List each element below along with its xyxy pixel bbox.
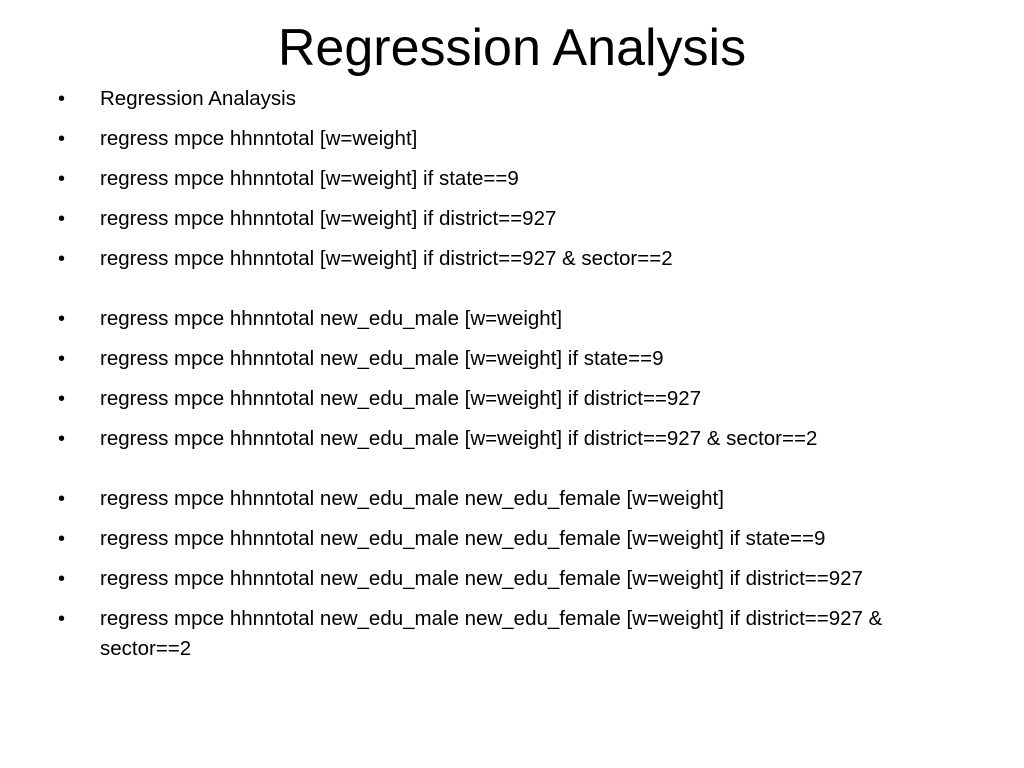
bullet-item: • regress mpce hhnntotal new_edu_male ne…	[58, 524, 958, 554]
bullet-dot-icon: •	[58, 568, 66, 590]
bullet-item: • regress mpce hhnntotal [w=weight] if d…	[58, 204, 958, 234]
bullet-text: regress mpce hhnntotal new_edu_male new_…	[100, 487, 724, 510]
bullet-dot-icon: •	[58, 168, 66, 190]
bullet-text: regress mpce hhnntotal new_edu_male new_…	[100, 607, 883, 660]
bullet-dot-icon: •	[58, 608, 66, 630]
bullet-dot-icon: •	[58, 488, 66, 510]
bullet-dot-icon: •	[58, 248, 66, 270]
bullet-item: • regress mpce hhnntotal new_edu_male [w…	[58, 384, 958, 414]
bullet-text: regress mpce hhnntotal [w=weight] if dis…	[100, 247, 673, 270]
bullet-dot-icon: •	[58, 428, 66, 450]
bullet-text: regress mpce hhnntotal new_edu_male new_…	[100, 567, 863, 590]
slide-title: Regression Analysis	[277, 19, 747, 77]
bullet-dot-icon: •	[58, 308, 66, 330]
bullet-text: regress mpce hhnntotal [w=weight] if dis…	[100, 207, 557, 230]
bullet-text: regress mpce hhnntotal [w=weight]	[100, 127, 418, 150]
bullet-dot-icon: •	[58, 208, 66, 230]
bullet-item: • regress mpce hhnntotal new_edu_male ne…	[58, 484, 958, 514]
bullet-text: regress mpce hhnntotal new_edu_male [w=w…	[100, 347, 664, 370]
bullet-list: • Regression Analaysis • regress mpce hh…	[58, 84, 958, 674]
bullet-text: regress mpce hhnntotal new_edu_male new_…	[100, 527, 826, 550]
bullet-dot-icon: •	[58, 388, 66, 410]
bullet-item: • regress mpce hhnntotal new_edu_male [w…	[58, 304, 958, 334]
bullet-text: regress mpce hhnntotal [w=weight] if sta…	[100, 167, 519, 190]
bullet-dot-icon: •	[58, 528, 66, 550]
bullet-dot-icon: •	[58, 88, 66, 110]
bullet-item: • regress mpce hhnntotal new_edu_male [w…	[58, 344, 958, 374]
bullet-item: • regress mpce hhnntotal [w=weight]	[58, 124, 958, 154]
bullet-text: regress mpce hhnntotal new_edu_male [w=w…	[100, 427, 818, 450]
bullet-item: • regress mpce hhnntotal new_edu_male ne…	[58, 604, 958, 664]
bullet-dot-icon: •	[58, 128, 66, 150]
bullet-item: • regress mpce hhnntotal new_edu_male ne…	[58, 564, 958, 594]
bullet-dot-icon: •	[58, 348, 66, 370]
bullet-item: • regress mpce hhnntotal [w=weight] if d…	[58, 244, 958, 274]
bullet-item: • Regression Analaysis	[58, 84, 958, 114]
bullet-text: regress mpce hhnntotal new_edu_male [w=w…	[100, 307, 563, 330]
bullet-text: Regression Analaysis	[100, 87, 296, 110]
bullet-item: • regress mpce hhnntotal [w=weight] if s…	[58, 164, 958, 194]
bullet-text: regress mpce hhnntotal new_edu_male [w=w…	[100, 387, 702, 410]
bullet-item: • regress mpce hhnntotal new_edu_male [w…	[58, 424, 958, 454]
